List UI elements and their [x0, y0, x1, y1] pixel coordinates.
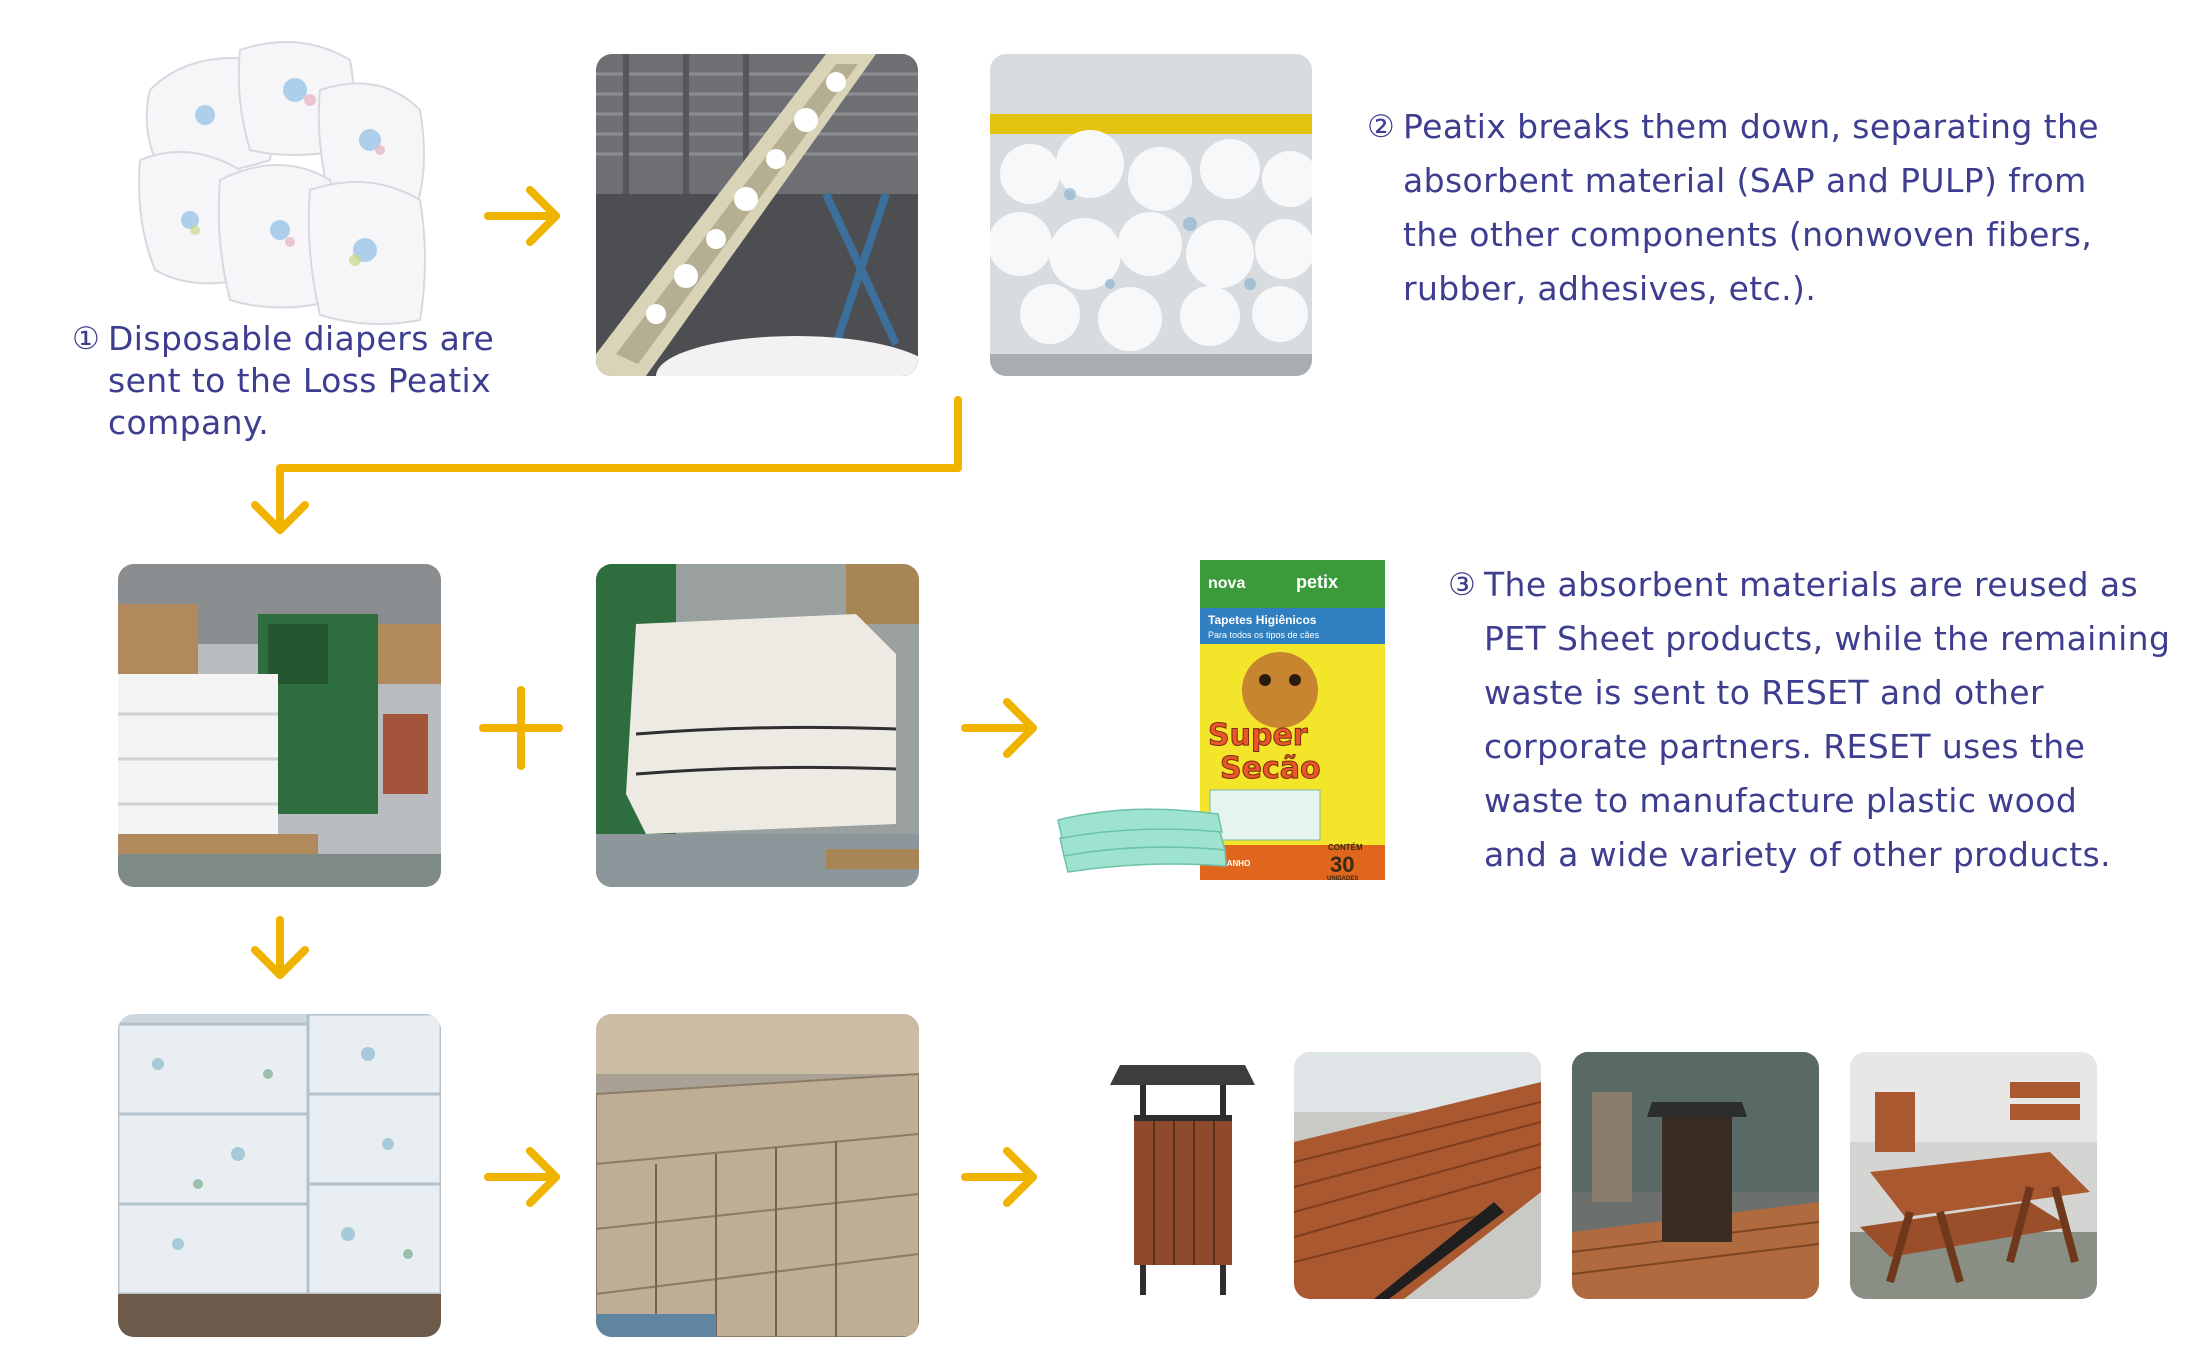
step-line: Peatix breaks them down, separating the — [1403, 107, 2099, 146]
arrow-right-icon — [961, 698, 1037, 758]
package-count: 30 — [1330, 852, 1354, 877]
photo-trash-bin — [1110, 1045, 1255, 1305]
step-number: ③ — [1448, 567, 1477, 603]
step-line: corporate partners. RESET uses the — [1484, 727, 2086, 766]
step-line: the other components (nonwoven fibers, — [1403, 215, 2093, 254]
elbow-arrow-icon — [251, 396, 962, 534]
arrow-right-icon — [961, 1147, 1037, 1207]
photo-baler — [118, 564, 441, 887]
plus-icon — [479, 686, 563, 770]
step-1-text: ① Disposable diapers are sent to the Los… — [72, 318, 494, 444]
step-line: waste is sent to RESET and other — [1484, 673, 2044, 712]
arrow-right-icon — [484, 186, 560, 246]
package-count-label: CONTÉM — [1328, 843, 1363, 852]
step-line: rubber, adhesives, etc.). — [1403, 269, 1817, 308]
package-subtitle: Para todos os tipos de cães — [1208, 630, 1320, 640]
arrow-right-icon — [484, 1147, 560, 1207]
photo-plastic-wood-planks — [596, 1014, 919, 1337]
step-number: ② — [1367, 109, 1396, 145]
step-line: sent to the Loss Peatix — [108, 361, 492, 400]
photo-diapers — [130, 30, 430, 330]
step-line: Disposable diapers are — [108, 319, 495, 358]
photo-bin-on-deck — [1572, 1052, 1819, 1299]
package-maker: nova — [1208, 575, 1245, 592]
arrow-down-icon — [251, 916, 309, 979]
photo-pet-sheet-product: nova petix Tapetes Higiênicos Para todos… — [1050, 550, 1390, 890]
photo-wooden-bench — [1294, 1052, 1541, 1299]
package-name-top: Super — [1208, 718, 1308, 753]
step-2-text: ② Peatix breaks them down, separating th… — [1367, 100, 2099, 316]
step-line: The absorbent materials are reused as — [1484, 565, 2139, 604]
package-brand: petix — [1296, 572, 1338, 592]
photo-waste-bales — [118, 1014, 441, 1337]
step-line: PET Sheet products, while the remaining — [1484, 619, 2171, 658]
package-count-unit: UNIDADES — [1327, 876, 1358, 882]
photo-separated-material — [990, 54, 1312, 376]
photo-conveyor — [596, 54, 918, 376]
step-3-text: ③ The absorbent materials are reused as … — [1448, 558, 2170, 882]
package-title: Tapetes Higiênicos — [1208, 613, 1317, 627]
step-line: waste to manufacture plastic wood — [1484, 781, 2078, 820]
package-name-bottom: Secão — [1220, 751, 1321, 786]
package-size-label: TAMANHO — [1210, 859, 1250, 868]
step-number: ① — [72, 321, 101, 357]
step-line: and a wide variety of other products. — [1484, 835, 2112, 874]
step-line: company. — [108, 403, 270, 442]
photo-absorbent-bale — [596, 564, 919, 887]
photo-picnic-table — [1850, 1052, 2097, 1299]
step-line: absorbent material (SAP and PULP) from — [1403, 161, 2087, 200]
